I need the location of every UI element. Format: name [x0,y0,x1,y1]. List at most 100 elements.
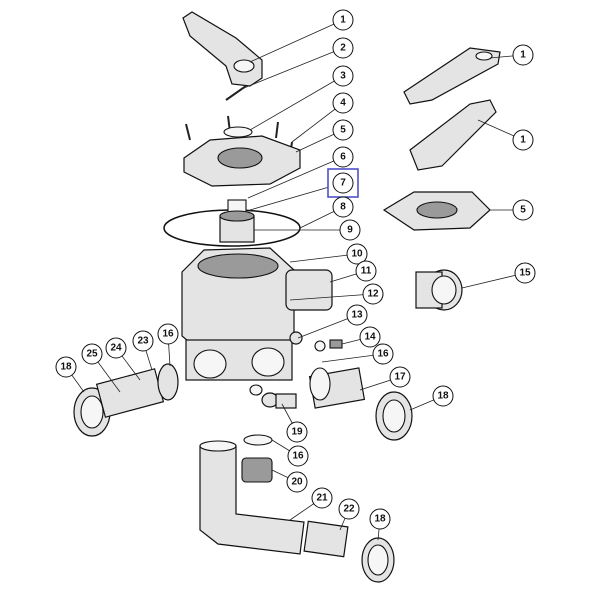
callout-circle [512,44,534,66]
callout-circle [346,304,368,326]
callout-circle [389,366,411,388]
callout-number: 18 [60,362,72,373]
callout-number: 2 [340,43,346,54]
callout-number: 22 [343,504,355,515]
callout-1: 1 [477,119,534,151]
callout-number: 21 [316,493,328,504]
callout-circle [332,65,354,87]
callout-number: 12 [367,289,379,300]
callout-19: 19 [281,403,308,443]
callout-circle [332,196,354,218]
callout-circle [372,343,394,365]
leader-line [249,75,344,131]
callout-18: 18 [409,385,454,411]
part-handle-alt-2 [409,99,497,171]
callout-circle [286,471,308,493]
callout-3: 3 [249,65,354,131]
callout-17: 17 [359,366,411,391]
callout-number: 5 [520,205,526,216]
callout-number: 6 [340,152,346,163]
callout-5: 5 [490,199,534,221]
callouts: 1234567891011121314161718151151825242316… [55,9,536,541]
callout-7: 7 [249,168,359,211]
callout-11: 11 [329,260,377,283]
leader-line [289,293,374,301]
callout-number: 9 [347,225,353,236]
callout-number: 7 [340,178,346,189]
callout-16: 16 [321,343,394,365]
callout-22: 22 [338,498,360,531]
leader-line [291,102,344,143]
callout-number: 16 [292,451,304,462]
callout-circle [311,487,333,509]
callout-2: 2 [243,37,354,89]
callout-circle [332,146,354,168]
callout-number: 1 [520,135,526,146]
callout-number: 8 [340,202,346,213]
callout-24: 24 [105,337,141,381]
part-cover-alt [382,191,491,231]
callout-20: 20 [271,469,308,493]
callout-18: 18 [55,356,85,393]
callout-number: 23 [137,336,149,347]
part-elbow-pipe [199,440,395,583]
leader-line [461,272,526,289]
callout-number: 17 [394,372,406,383]
part-valve-body [181,247,333,381]
callout-16: 16 [271,439,309,467]
callout-circle [369,508,391,530]
callout-circle [81,343,103,365]
leader-line [249,19,344,63]
callout-circle [338,498,360,520]
callout-circle [359,326,381,348]
callout-circle [332,119,354,141]
callout-circle [55,356,77,378]
callout-circle [132,330,154,352]
callout-12: 12 [289,283,384,305]
callout-number: 24 [110,343,122,354]
callout-1: 1 [249,9,354,63]
callout-number: 20 [291,477,303,488]
callout-number: 16 [162,329,174,340]
callout-circle [332,92,354,114]
callout-circle [286,421,308,443]
part-left-union [73,363,179,437]
callout-8: 8 [299,196,354,229]
callout-circle [105,337,127,359]
callout-circle [432,385,454,407]
callout-13: 13 [297,304,368,339]
part-oring-small [223,126,253,138]
callout-circle [339,219,361,241]
callout-4: 4 [291,92,354,143]
callout-circle [355,260,377,282]
callout-23: 23 [132,330,154,371]
callout-number: 18 [437,391,449,402]
callout-number: 13 [351,310,363,321]
callout-6: 6 [247,146,354,199]
part-drain-fittings [241,331,343,483]
callout-number: 14 [364,332,376,343]
part-right-union [308,367,413,441]
callout-9: 9 [254,219,361,241]
callout-circle [514,262,536,284]
callout-14: 14 [341,326,381,348]
callout-circle [332,9,354,31]
part-handle [182,11,263,87]
part-pin [225,85,247,101]
callout-circle [332,37,354,59]
callout-circle [157,323,179,345]
callout-circle [287,445,309,467]
leader-line [243,47,344,89]
callout-number: 3 [340,71,346,82]
callout-10: 10 [289,243,368,265]
callout-15: 15 [461,262,536,289]
callout-number: 19 [291,427,303,438]
callout-16: 16 [157,323,179,367]
callout-number: 16 [377,349,389,360]
callout-number: 5 [340,125,346,136]
leader-line [297,314,358,339]
callout-number: 25 [86,349,98,360]
part-rotor [219,210,255,243]
